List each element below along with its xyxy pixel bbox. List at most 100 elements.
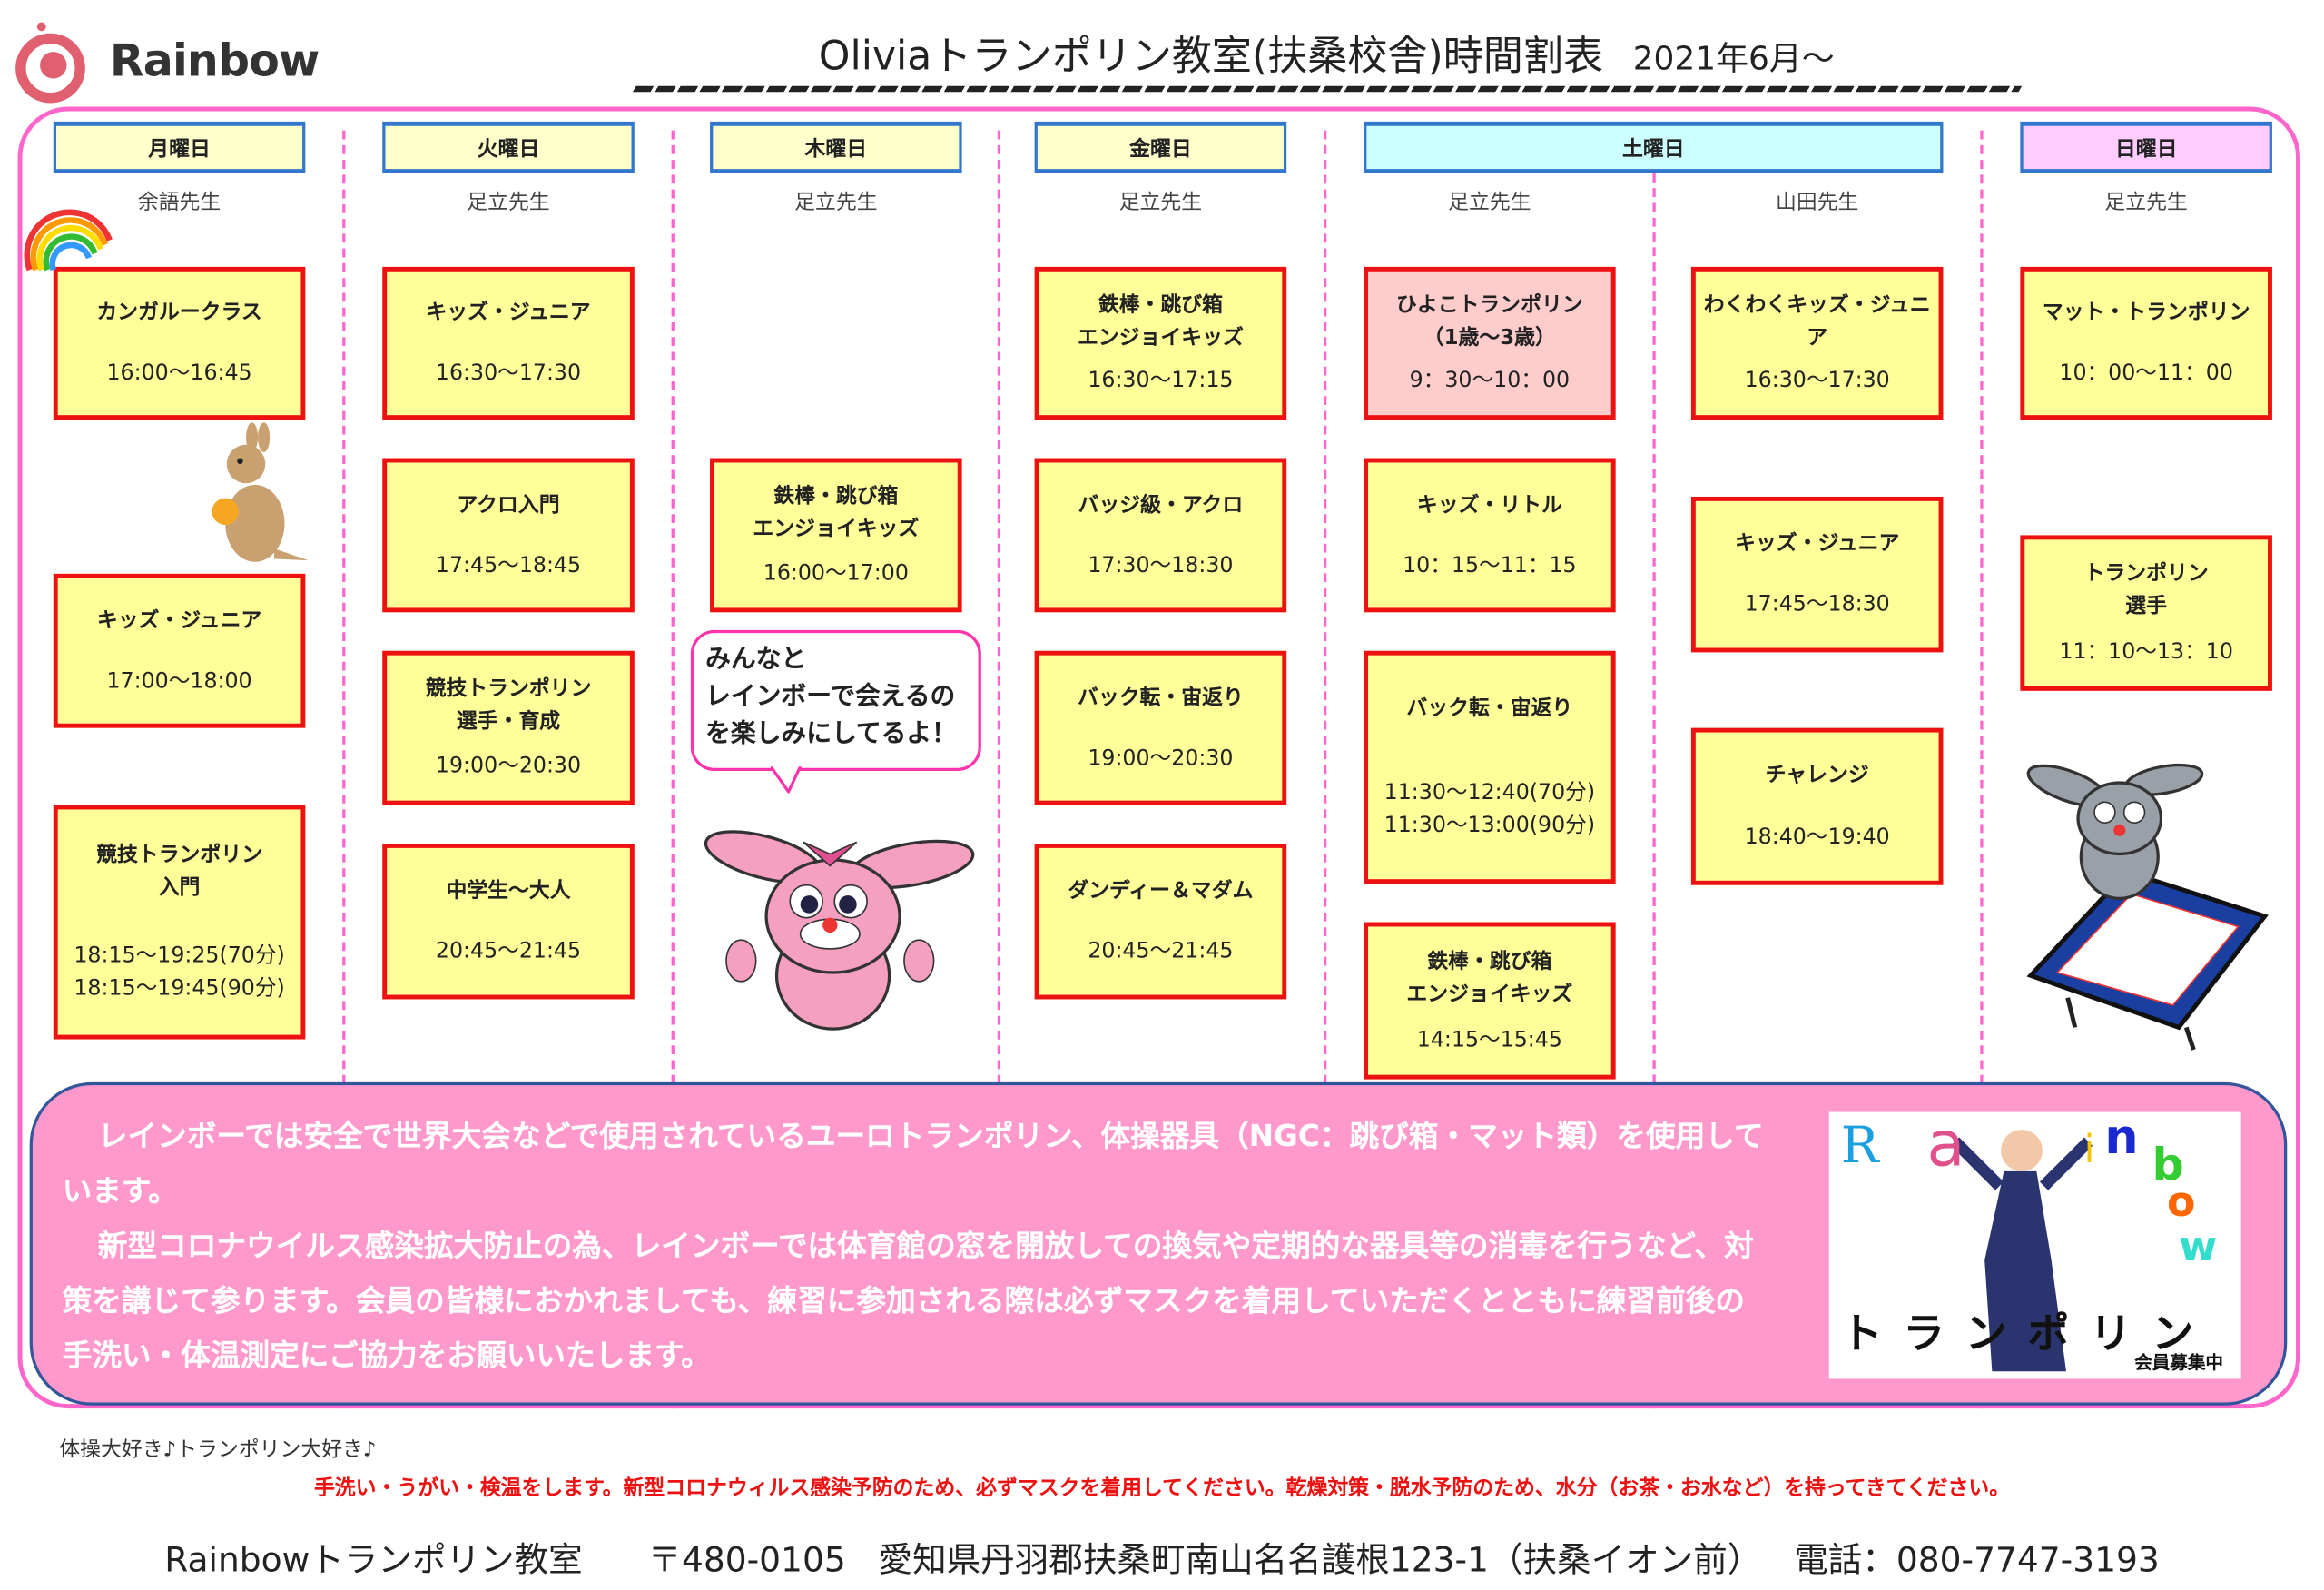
column-divider	[997, 130, 1001, 1409]
speech-bubble-tail	[771, 766, 803, 794]
class-time: 16:30〜17:30	[1744, 369, 1890, 394]
class-time: 17:00〜18:00	[106, 669, 252, 694]
teacher-name: 足立先生	[467, 191, 550, 215]
class-time: 14:15〜15:45	[1416, 1028, 1562, 1052]
column-divider	[1980, 130, 1984, 1409]
promo-image: R a i n b o w トランポリン 会員募集中	[1828, 1111, 2241, 1379]
day-header-thursday: 木曜日	[710, 121, 962, 174]
class-name: ひよこトランポリン （1歳〜3歳）	[1396, 292, 1583, 350]
teacher-name: 足立先生	[794, 191, 878, 215]
class-box: わくわくキッズ・ジュニア 16:30〜17:30	[1690, 266, 1944, 420]
class-time: 16:00〜17:00	[763, 561, 909, 586]
promo-letter-i: i	[2084, 1128, 2095, 1172]
teacher-name: 山田先生	[1775, 191, 1859, 215]
class-name: わくわくキッズ・ジュニア	[1703, 292, 1931, 350]
class-time: 16:00〜16:45	[106, 360, 252, 386]
class-name: 鉄棒・跳び箱 エンジョイキッズ	[753, 484, 920, 541]
class-time: 11：10〜13：10	[2059, 639, 2233, 665]
column-divider	[1324, 130, 1327, 1409]
postal-code: 〒480-0105	[647, 1542, 846, 1581]
class-box: キッズ・ジュニア 17:00〜18:00	[53, 573, 306, 728]
class-box: バック転・宙返り 11:30〜12:40(70分) 11:30〜13:00(90分…	[1364, 650, 1616, 884]
logo-text: Rainbow	[109, 35, 320, 88]
promo-letter-r: R	[1841, 1116, 1881, 1175]
page-title: Oliviaトランポリン教室(扶桑校舎)時間割表 2021年6月～	[637, 24, 2015, 82]
day-header-friday: 金曜日	[1034, 121, 1287, 174]
phone: 電話：080-7747-3193	[1794, 1542, 2160, 1581]
promo-letter-o: o	[2167, 1178, 2195, 1226]
promo-title: トランポリン	[1840, 1309, 2215, 1358]
class-time: 17:45〜18:30	[1744, 593, 1890, 617]
promo-letter-a: a	[1927, 1112, 1965, 1181]
notice-paragraph-equipment: レインボーでは安全で世界大会などで使用されているユーロトランポリン、体操器具（N…	[62, 1118, 1764, 1209]
notice-text: レインボーでは安全で世界大会などで使用されているユーロトランポリン、体操器具（N…	[63, 1109, 1768, 1383]
class-time: 11:30〜12:40(70分) 11:30〜13:00(90分)	[1384, 781, 1596, 838]
title-underline	[632, 85, 2023, 93]
class-box: ひよこトランポリン （1歳〜3歳） 9：30〜10：00	[1364, 266, 1616, 420]
class-time: 17:45〜18:45	[435, 553, 582, 578]
class-time: 20:45〜21:45	[1088, 940, 1234, 964]
class-box: 競技トランポリン 入門 18:15〜19:25(70分) 18:15〜19:45(…	[53, 805, 306, 1040]
class-time: 10：00〜11：00	[2059, 360, 2233, 386]
rainbow-icon	[24, 209, 113, 272]
class-time: 19:00〜20:30	[435, 755, 582, 779]
day-header-monday: 月曜日	[53, 121, 306, 174]
class-name: キッズ・リトル	[1416, 492, 1562, 517]
day-header-saturday: 土曜日	[1364, 121, 1944, 174]
promo-subtitle: 会員募集中	[2134, 1352, 2224, 1373]
class-name: バック転・宙返り	[1406, 696, 1573, 721]
logo-mark-icon	[15, 22, 85, 104]
class-name: アクロ入門	[457, 492, 560, 517]
class-box: バッジ級・アクロ 17:30〜18:30	[1034, 458, 1287, 613]
class-name: マット・トランポリン	[2042, 301, 2250, 325]
class-box: マット・トランポリン 10：00〜11：00	[2020, 266, 2272, 420]
class-time: 18:40〜19:40	[1744, 825, 1890, 850]
rainbow-logo: Rainbow	[15, 21, 326, 104]
teacher-name: 足立先生	[2104, 191, 2188, 215]
title-text: Oliviaトランポリン教室(扶桑校舎)時間割表	[818, 34, 1604, 81]
class-time: 19:00〜20:30	[1088, 746, 1234, 771]
class-name: 鉄棒・跳び箱 エンジョイキッズ	[1077, 292, 1244, 350]
class-box: 鉄棒・跳び箱 エンジョイキッズ 16:00〜17:00	[710, 458, 962, 613]
notice-panel: レインボーでは安全で世界大会などで使用されているユーロトランポリン、体操器具（N…	[29, 1081, 2288, 1406]
class-name: キッズ・ジュニア	[96, 608, 262, 633]
class-box: キッズ・リトル 10：15〜11：15	[1364, 458, 1616, 613]
timetable-frame	[17, 106, 2300, 1409]
class-name: バッジ級・アクロ	[1078, 492, 1244, 517]
speech-bubble: みんなと レインボーで会えるの を楽しみにしてるよ！	[690, 629, 981, 772]
warning-text: 手洗い・うがい・検温をします。新型コロナウィルス感染予防のため、必ずマスクを着用…	[313, 1476, 2011, 1501]
column-divider	[342, 130, 346, 1409]
class-time: 16:30〜17:15	[1088, 369, 1234, 394]
class-name: 競技トランポリン 選手・育成	[425, 677, 592, 735]
class-name: バック転・宙返り	[1077, 686, 1244, 710]
promo-letter-b: b	[2152, 1140, 2184, 1191]
contact-info: Rainbowトランポリン教室 〒480-0105 愛知県丹羽郡扶桑町南山名名護…	[0, 1532, 2324, 1583]
class-name: キッズ・ジュニア	[426, 301, 591, 325]
teacher-name: 足立先生	[1118, 191, 1203, 215]
school-name: Rainbowトランポリン教室	[164, 1542, 583, 1581]
bunny-illustration	[704, 830, 975, 1031]
class-name: 鉄棒・跳び箱 エンジョイキッズ	[1406, 949, 1573, 1006]
class-box: アクロ入門 17:45〜18:45	[382, 458, 635, 613]
title-date: 2021年6月～	[1632, 41, 1835, 79]
class-time: 10：15〜11：15	[1403, 553, 1577, 578]
class-time: 18:15〜19:25(70分) 18:15〜19:45(90分)	[74, 944, 285, 1002]
class-box: 鉄棒・跳び箱 エンジョイキッズ 16:30〜17:15	[1034, 266, 1287, 420]
column-divider	[1652, 173, 1656, 1409]
column-divider	[671, 130, 675, 1409]
tagline: 体操大好き♪トランポリン大好き♪	[59, 1437, 377, 1462]
class-time: 20:45〜21:45	[435, 940, 582, 964]
class-box: キッズ・ジュニア 16:30〜17:30	[382, 266, 635, 420]
class-time: 9：30〜10：00	[1409, 369, 1571, 394]
class-name: 競技トランポリン 入門	[96, 844, 262, 901]
notice-paragraph-covid: 新型コロナウイルス感染拡大防止の為、レインボーでは体育館の窓を開放しての換気や定…	[62, 1227, 1754, 1373]
day-header-tuesday: 火曜日	[382, 121, 635, 174]
class-time: 17:30〜18:30	[1088, 553, 1234, 578]
class-name: ダンディー＆マダム	[1068, 878, 1254, 903]
class-time: 16:30〜17:30	[435, 360, 582, 386]
